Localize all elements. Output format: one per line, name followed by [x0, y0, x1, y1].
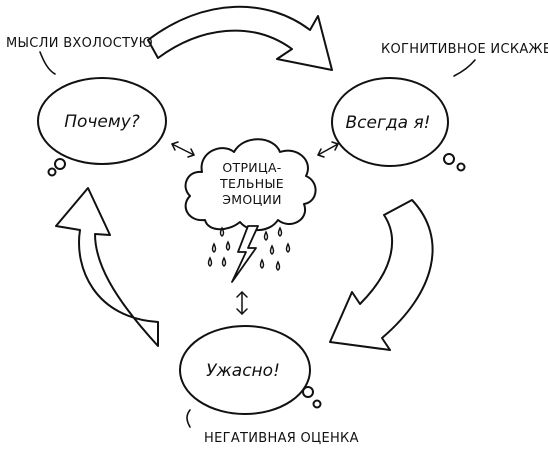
rain-drop-icon: [207, 256, 213, 267]
rain-drop-icon: [285, 242, 291, 253]
emotion-cloud: [184, 138, 317, 231]
cycle-arrow-top: [147, 5, 333, 71]
rain-drop-icon: [277, 226, 283, 237]
rain-drop-icon: [225, 240, 231, 251]
caption-top-right: КОГНИТИВНОЕ ИСКАЖЕНИЕ: [381, 42, 548, 57]
lightning-icon: [231, 225, 259, 283]
pointer-top-right: [453, 59, 476, 77]
double-arrow-icon-bottom: [236, 291, 248, 315]
double-arrow-icon-right: [317, 141, 339, 158]
rain-drop-icon: [275, 260, 281, 271]
double-arrow-icon-left: [171, 141, 195, 158]
bubble-dot-bottom-2: [312, 399, 322, 409]
bubble-left-text: Почему?: [64, 112, 140, 132]
bubble-dot-left-1: [54, 158, 66, 170]
cloud-line-1: ОТРИЦА-: [222, 160, 281, 175]
thought-bubble-right: [331, 77, 449, 167]
bubble-dot-right-2: [456, 162, 466, 172]
thought-bubble-bottom: [179, 325, 311, 415]
bubble-dot-left-2: [47, 167, 57, 177]
rain-drops: [207, 226, 291, 271]
rain-drop-icon: [219, 226, 225, 237]
bubble-bottom-text: Ужасно!: [206, 361, 280, 381]
bubble-right-text: Всегда я!: [345, 113, 430, 133]
rain-drop-icon: [211, 242, 217, 253]
pointer-top-left: [39, 51, 56, 75]
cloud-line-3: ЭМОЦИИ: [222, 192, 282, 207]
cycle-arrow-left: [55, 187, 159, 347]
caption-bottom: НЕГАТИВНАЯ ОЦЕНКА: [204, 431, 359, 446]
bubble-dot-right-1: [443, 153, 455, 165]
pointer-bottom: [186, 409, 191, 428]
cycle-arrow-right: [329, 199, 434, 351]
rain-drop-icon: [259, 258, 265, 269]
thought-bubble-left: [37, 77, 167, 165]
cloud-line-2: ТЕЛЬНЫЕ: [219, 176, 284, 191]
rain-drop-icon: [269, 244, 275, 255]
bubble-dot-bottom-1: [302, 386, 314, 398]
rain-drop-icon: [221, 256, 227, 267]
caption-top-left: МЫСЛИ ВХОЛОСТУЮ: [6, 36, 153, 51]
rain-drop-icon: [263, 230, 269, 241]
